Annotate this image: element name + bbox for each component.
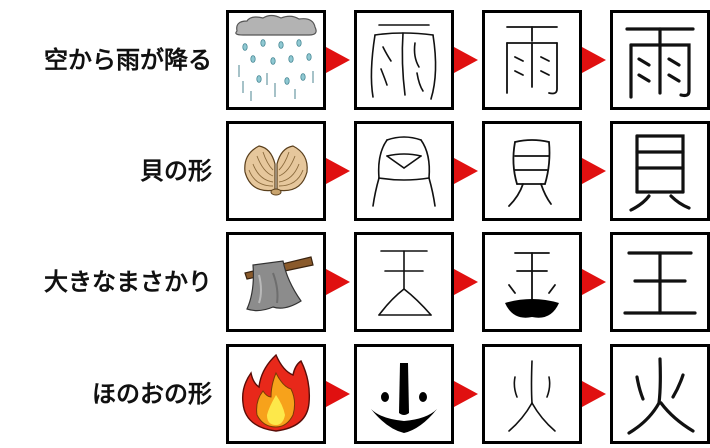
king-intermediate-glyph-icon	[505, 252, 559, 318]
arrow-right-icon	[326, 269, 350, 295]
stage-2-fire-ancient	[354, 344, 454, 444]
rain-ancient-glyph-icon	[370, 24, 437, 100]
stage-2-shell-ancient	[354, 121, 454, 221]
axe-icon	[244, 256, 314, 312]
arrow-right-icon	[454, 47, 478, 73]
stage-4-shell-kanji	[610, 121, 710, 221]
arrow-right-icon	[582, 47, 606, 73]
stage-1-flame-picture	[226, 344, 326, 444]
fire-intermediate-glyph-icon	[508, 360, 556, 432]
row-axe: 大きなまさかり	[0, 232, 710, 332]
row-label-rain: 空から雨が降る	[44, 46, 212, 74]
stage-4-fire-kanji	[610, 344, 710, 444]
arrow-right-icon	[454, 269, 478, 295]
shell-ancient-glyph-icon	[372, 136, 436, 207]
row-rain: 空から雨が降る	[0, 10, 710, 110]
rain-kanji-icon	[625, 27, 695, 99]
stage-2-rain-ancient	[354, 10, 454, 110]
row-label-flame: ほのおの形	[92, 380, 212, 408]
stage-4-king-kanji	[610, 232, 710, 332]
stage-1-axe-picture	[226, 232, 326, 332]
king-kanji-icon	[623, 251, 697, 315]
arrow-right-icon	[454, 158, 478, 184]
stage-2-king-ancient	[354, 232, 454, 332]
row-label-shell: 貝の形	[140, 157, 212, 185]
fire-kanji-icon	[627, 357, 695, 435]
rain-intermediate-glyph-icon	[506, 26, 558, 95]
stage-3-shell-intermediate	[482, 121, 582, 221]
arrow-right-icon	[326, 381, 350, 407]
rain-cloud-icon	[235, 14, 317, 101]
stage-1-shell-picture	[226, 121, 326, 221]
arrow-right-icon	[582, 158, 606, 184]
arrow-right-icon	[582, 381, 606, 407]
flame-icon	[241, 353, 311, 432]
fire-ancient-glyph-icon	[371, 363, 437, 433]
shell-intermediate-glyph-icon	[508, 139, 552, 207]
row-label-axe: 大きなまさかり	[44, 268, 212, 296]
king-ancient-glyph-icon	[378, 250, 432, 316]
stage-3-king-intermediate	[482, 232, 582, 332]
stage-3-fire-intermediate	[482, 344, 582, 444]
stage-3-rain-intermediate	[482, 10, 582, 110]
stage-4-rain-kanji	[610, 10, 710, 110]
row-flame: ほのおの形	[0, 344, 710, 444]
arrow-right-icon	[454, 381, 478, 407]
clam-shell-icon	[244, 145, 308, 196]
arrow-right-icon	[326, 158, 350, 184]
arrow-right-icon	[326, 47, 350, 73]
stage-1-rain-picture	[226, 10, 326, 110]
shell-kanji-icon	[629, 134, 691, 212]
row-shell: 貝の形	[0, 121, 710, 221]
arrow-right-icon	[582, 269, 606, 295]
